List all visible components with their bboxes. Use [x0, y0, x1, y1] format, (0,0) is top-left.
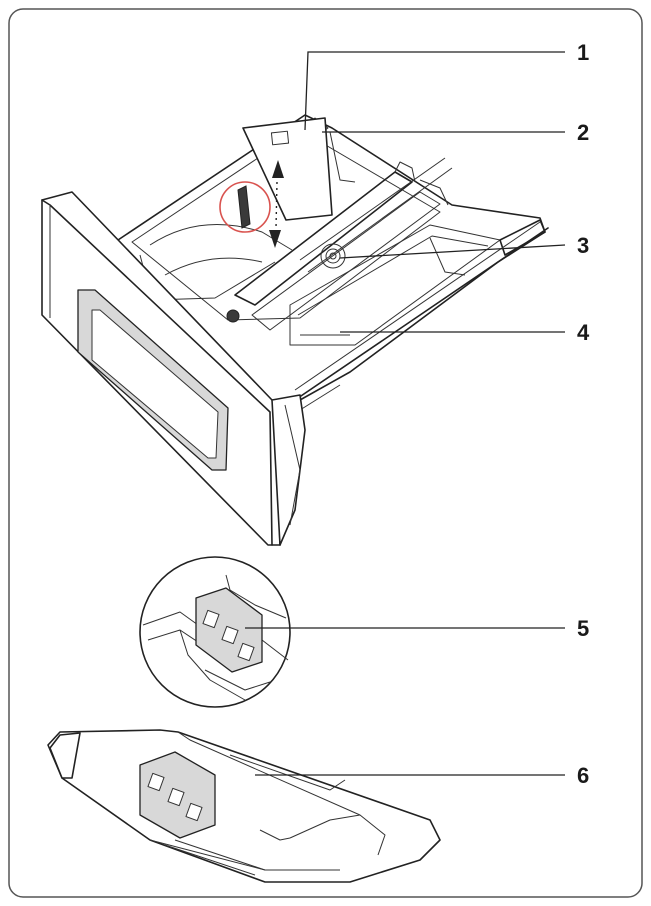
leader-3	[339, 244, 566, 259]
callout-4: 4	[577, 320, 590, 345]
zoom-detail-circle	[139, 556, 291, 708]
liquid-detergent-insert	[47, 729, 441, 883]
callout-2: 2	[577, 120, 589, 145]
leader-1	[304, 51, 565, 131]
drawer-front-panel	[41, 191, 306, 546]
callout-3: 3	[577, 233, 589, 258]
marker-circle	[219, 181, 271, 233]
callout-6: 6	[577, 763, 589, 788]
callout-1: 1	[577, 40, 589, 65]
softener-flap	[219, 117, 333, 248]
callout-numbers: 1 2 3 4 5 6	[577, 40, 590, 788]
callout-5: 5	[577, 616, 589, 641]
callout-leaders	[245, 51, 566, 776]
